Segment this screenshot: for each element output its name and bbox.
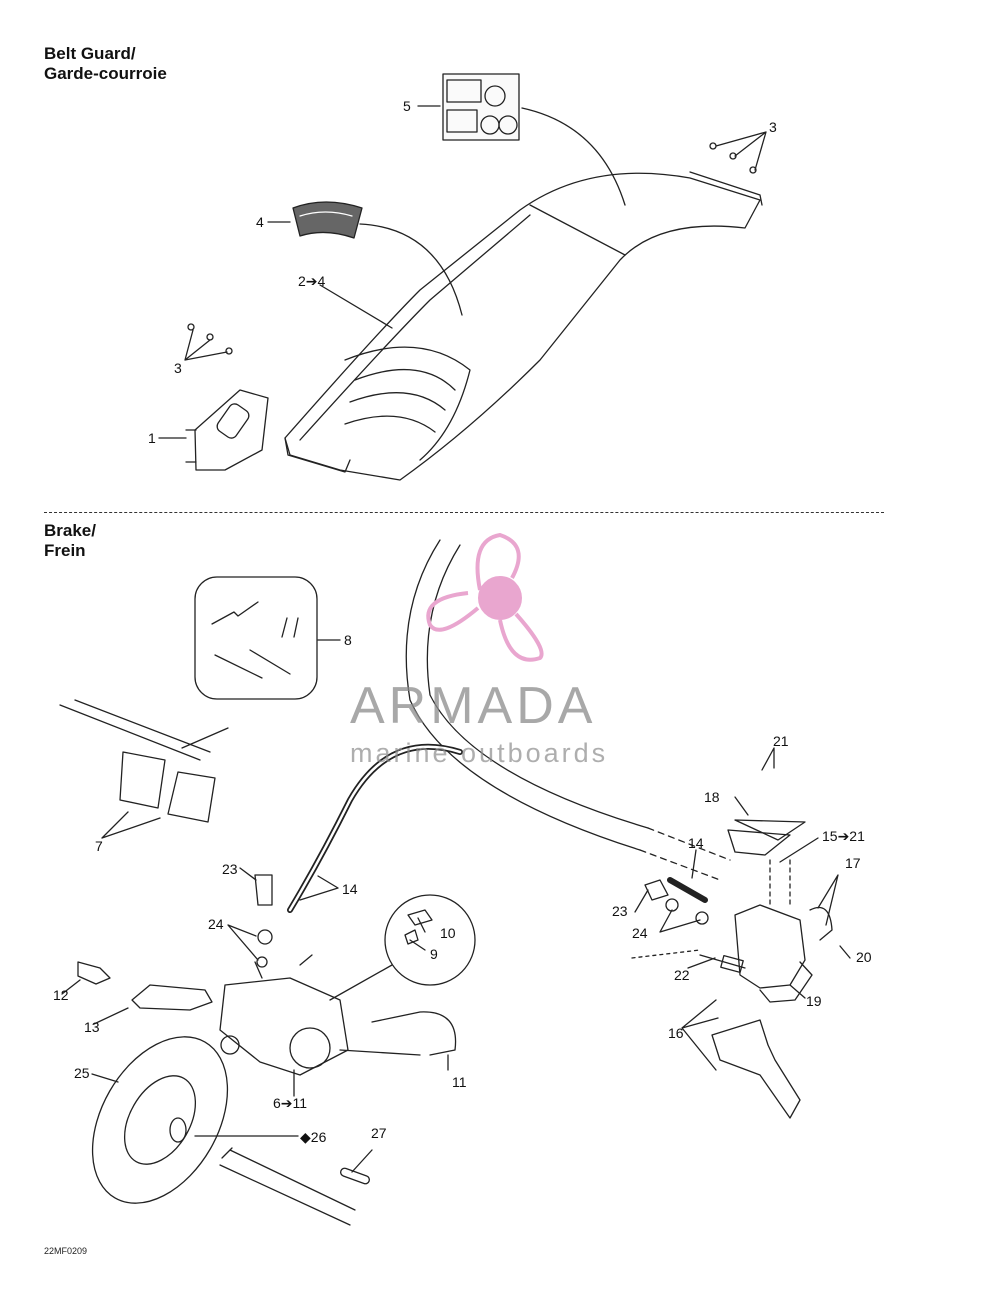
callout-8: 8 — [344, 632, 352, 648]
callout-23-right: 23 — [612, 903, 628, 919]
bracket-part — [185, 389, 269, 471]
decal-part-4 — [292, 201, 363, 239]
callout-27: 27 — [371, 1125, 387, 1141]
callout-14-right: 14 — [688, 835, 704, 851]
callout-20: 20 — [856, 949, 872, 965]
callout-12: 12 — [53, 987, 69, 1003]
belt-guard-part — [284, 171, 763, 481]
handlebar — [405, 539, 731, 881]
callout-11: 11 — [452, 1074, 467, 1090]
callout-16: 16 — [668, 1025, 684, 1041]
belt-guard-title-en: Belt Guard/ — [44, 44, 136, 63]
callout-21: 21 — [773, 733, 789, 749]
kit-8-bubble — [194, 576, 318, 700]
callout-17: 17 — [845, 855, 861, 871]
callout-18: 18 — [704, 789, 720, 805]
callout-14-left: 14 — [342, 881, 358, 897]
watermark-tagline: marine outboards — [350, 738, 609, 768]
shaft — [219, 1147, 356, 1226]
brake-title-en: Brake/ — [44, 521, 96, 540]
callout-22: 22 — [674, 967, 690, 983]
callout-2-4: 2➔4 — [298, 273, 326, 289]
brake-pads-7 — [59, 699, 229, 823]
callout-1: 1 — [148, 430, 156, 446]
callout-26: ◆26 — [300, 1130, 326, 1144]
figure-code: 22MF0209 — [44, 1246, 88, 1256]
callout-4: 4 — [256, 214, 264, 230]
callout-9: 9 — [430, 946, 438, 962]
watermark-logo — [426, 532, 544, 662]
decal-part-5 — [442, 73, 520, 141]
disc-25 — [91, 1036, 229, 1204]
lever-16 — [711, 1019, 801, 1119]
banjo-bolts-23 — [254, 874, 669, 906]
section-divider — [44, 512, 884, 513]
callout-15-21: 15➔21 — [822, 828, 865, 844]
callout-10: 10 — [440, 925, 456, 941]
key-27 — [340, 1167, 370, 1185]
line-11 — [339, 1011, 457, 1056]
callout-13: 13 — [84, 1019, 100, 1035]
bolt-12 — [77, 961, 111, 985]
callout-7: 7 — [95, 838, 103, 854]
callout-25: 25 — [74, 1065, 90, 1081]
callout-26-label: 26 — [310, 1129, 327, 1145]
brake-bracket-13 — [131, 984, 213, 1011]
callout-24-left: 24 — [208, 916, 224, 932]
grease-drop-icon: ◆ — [300, 1129, 311, 1145]
callout-3-left: 3 — [174, 360, 182, 376]
belt-guard-title: Belt Guard/ Garde-courroie — [44, 44, 167, 84]
brake-title-fr: Frein — [44, 541, 86, 560]
watermark-brand: ARMADA — [350, 677, 597, 735]
callout-19: 19 — [806, 993, 822, 1009]
caliper-6 — [219, 954, 349, 1076]
master-cylinder — [727, 819, 833, 1003]
belt-guard-title-fr: Garde-courroie — [44, 64, 167, 83]
callout-3-top: 3 — [769, 119, 777, 135]
brake-hose-14 — [287, 743, 708, 913]
pushrod-22 — [631, 949, 746, 974]
brake-title: Brake/ Frein — [44, 521, 96, 561]
callout-6-11: 6➔11 — [273, 1095, 308, 1111]
callout-23-left: 23 — [222, 861, 238, 877]
callout-24-right: 24 — [632, 925, 648, 941]
bleeder-bubble — [384, 894, 476, 986]
callout-5: 5 — [403, 98, 411, 114]
